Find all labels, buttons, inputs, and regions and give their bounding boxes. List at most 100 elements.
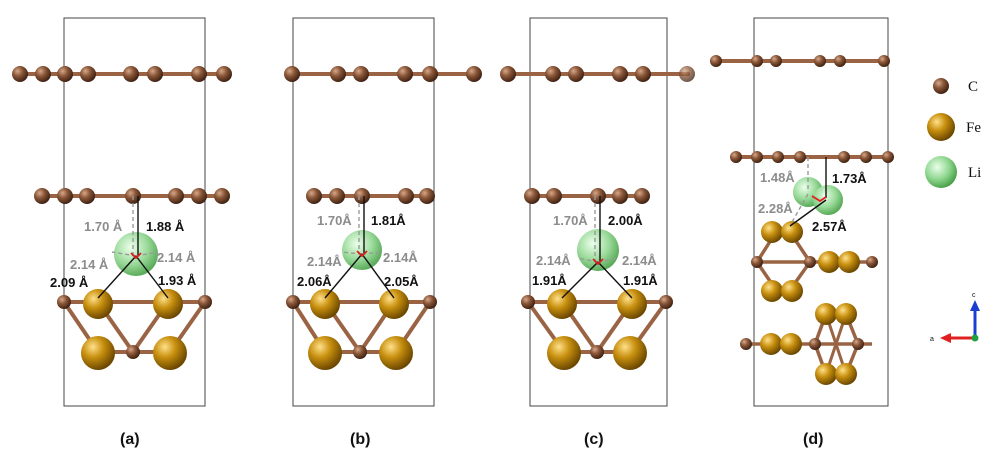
- carbon-atom: [168, 188, 184, 204]
- bond-black-right: [597, 261, 633, 299]
- carbon-atom: [772, 151, 784, 163]
- carbon-atom: [730, 151, 742, 163]
- iron-atom: [547, 336, 581, 370]
- carbon-atom: [397, 66, 413, 82]
- iron-atom: [835, 363, 857, 385]
- distance-top-black: 1.73Å: [832, 171, 867, 186]
- unit-cell-frame: [529, 17, 668, 407]
- iron-atom: [781, 280, 803, 302]
- carbon-atom: [35, 66, 51, 82]
- panel-c: 1.70Å 2.00Å 2.14Å 2.14Å 1.91Å 1.91Å (c): [500, 17, 695, 448]
- fe-cluster-upper: [751, 221, 878, 302]
- legend-lithium-swatch: [925, 156, 957, 188]
- distance-bottom-right: 1.91Å: [623, 273, 658, 288]
- carbon-atom: [57, 295, 71, 309]
- distance-top-gray: 1.70Å: [317, 213, 352, 228]
- fe3c-slab: [521, 289, 673, 370]
- carbon-atom: [590, 188, 606, 204]
- bond-black-right: [361, 253, 395, 299]
- carbon-atom: [353, 345, 367, 359]
- distance-bottom-right: 1.93 Å: [158, 273, 197, 288]
- carbon-atom: [57, 66, 73, 82]
- adsorption-site-marker: [130, 252, 142, 260]
- bond-black-right: [135, 255, 169, 299]
- carbon-atom: [546, 188, 562, 204]
- carbon-atom: [500, 66, 516, 82]
- iron-atom: [310, 289, 340, 319]
- iron-atom: [308, 336, 342, 370]
- carbon-atom: [679, 66, 695, 82]
- carbon-atom: [852, 338, 864, 350]
- carbon-atom: [191, 188, 207, 204]
- carbon-atom: [80, 66, 96, 82]
- graphene-layer-top: [500, 66, 695, 82]
- bond-black-left: [97, 255, 137, 299]
- carbon-atom: [126, 345, 140, 359]
- carbon-atom: [419, 188, 435, 204]
- carbon-atom: [809, 338, 821, 350]
- carbon-atom: [398, 188, 414, 204]
- carbon-atom: [521, 295, 535, 309]
- carbon-atom: [466, 66, 482, 82]
- iron-atom: [815, 303, 837, 325]
- iron-atom: [613, 336, 647, 370]
- bond-black-left: [561, 261, 599, 299]
- carbon-atom: [612, 66, 628, 82]
- carbon-atom: [838, 151, 850, 163]
- panel-label: (c): [584, 431, 604, 448]
- carbon-atom: [216, 66, 232, 82]
- carbon-atom: [147, 66, 163, 82]
- distance-top-gray: 1.70Å: [553, 213, 588, 228]
- distance-top-gray: 1.70 Å: [84, 219, 123, 234]
- lithium-atom: [813, 185, 843, 215]
- legend-carbon-label: C: [968, 79, 978, 95]
- carbon-atom: [882, 151, 894, 163]
- distance-right-gray: 2.14Å: [622, 253, 657, 268]
- distance-right-gray: 2.14Å: [383, 250, 418, 265]
- carbon-atom: [12, 66, 28, 82]
- distance-top-black: 2.00Å: [608, 213, 643, 228]
- carbon-atom: [834, 55, 846, 67]
- panel-label: (b): [350, 431, 370, 448]
- iron-atom: [83, 289, 113, 319]
- distance-top-black: 1.81Å: [371, 213, 406, 228]
- element-legend: C Fe Li: [925, 78, 981, 188]
- carbon-atom: [866, 256, 878, 268]
- fe3c-slab: [57, 289, 212, 370]
- graphene-layer-bottom: [524, 188, 650, 204]
- carbon-atom: [306, 188, 322, 204]
- bond-gray-left: [791, 193, 809, 223]
- unit-cell-frame: [63, 17, 206, 407]
- carbon-atom: [590, 345, 604, 359]
- legend-carbon-swatch: [933, 78, 949, 94]
- axis-origin-dot: [971, 334, 979, 342]
- carbon-atom: [423, 295, 437, 309]
- graphene-layer-bottom: [306, 188, 435, 204]
- axis-c-label: c: [972, 292, 976, 299]
- distance-right-gray: 2.14 Å: [157, 250, 196, 265]
- legend-iron-swatch: [927, 113, 955, 141]
- graphene-layer-top: [12, 66, 232, 82]
- carbon-atom: [804, 256, 816, 268]
- carbon-atom: [740, 338, 752, 350]
- iron-atom: [780, 333, 802, 355]
- iron-atom: [838, 251, 860, 273]
- distance-left-gray: 2.14 Å: [70, 257, 109, 272]
- iron-atom: [760, 333, 782, 355]
- carbon-atom: [770, 55, 782, 67]
- carbon-atom: [794, 151, 806, 163]
- legend-iron-label: Fe: [966, 120, 981, 136]
- panel-d: 1.48Å 1.73Å 2.28Å 2.57Å (d): [710, 17, 894, 448]
- distance-top-black: 1.88 Å: [146, 219, 185, 234]
- fe-cluster-lower: [740, 303, 872, 385]
- panel-a: 1.70 Å 1.88 Å 2.14 Å 2.14 Å 2.09 Å 1.93 …: [12, 17, 232, 448]
- iron-atom: [81, 336, 115, 370]
- adsorption-site-marker: [356, 250, 368, 258]
- iron-atom: [379, 289, 409, 319]
- panel-b: 1.70Å 1.81Å 2.14Å 2.14Å 2.06Å 2.05Å (b): [284, 17, 482, 448]
- distance-top-gray: 1.48Å: [760, 170, 795, 185]
- adsorption-site-marker: [811, 195, 827, 203]
- iron-atom: [153, 289, 183, 319]
- carbon-atom: [353, 66, 369, 82]
